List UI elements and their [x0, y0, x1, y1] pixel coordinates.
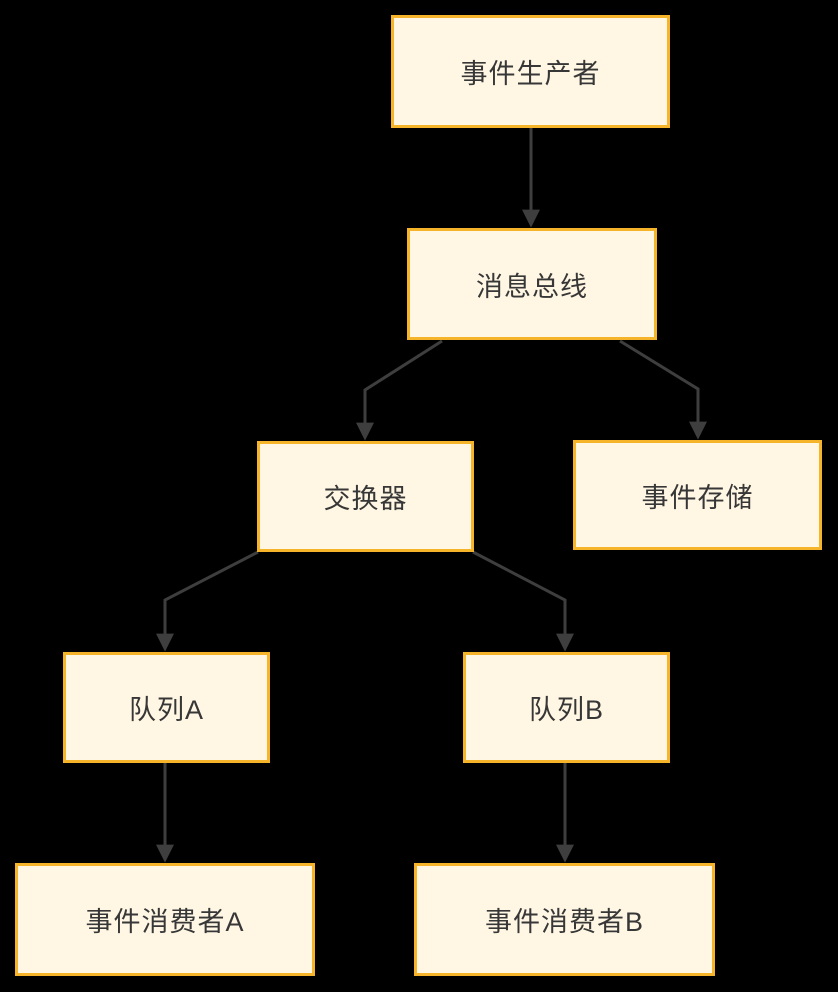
edge-exchange-to-queue-a: [156, 550, 259, 652]
node-exchange-label: 交换器: [323, 484, 408, 514]
node-event-producer[interactable]: 事件生产者: [391, 15, 670, 128]
node-queue-b-label: 队列B: [528, 695, 604, 725]
node-exchange[interactable]: 交换器: [257, 441, 474, 552]
node-event-consumer-a-label: 事件消费者A: [85, 907, 245, 937]
node-message-bus-label: 消息总线: [476, 271, 588, 302]
node-queue-a[interactable]: 队列A: [63, 652, 270, 763]
node-event-producer-label: 事件生产者: [460, 59, 601, 89]
node-queue-a-label: 队列A: [128, 695, 204, 725]
edge-bus-to-exchange: [356, 339, 443, 441]
node-event-consumer-b[interactable]: 事件消费者B: [414, 863, 715, 976]
node-message-bus[interactable]: 消息总线: [407, 228, 657, 340]
node-event-consumer-b-label: 事件消费者B: [484, 907, 644, 937]
node-event-consumer-a[interactable]: 事件消费者A: [15, 863, 315, 976]
edge-exchange-to-queue-b: [472, 550, 574, 652]
edge-bus-to-store: [619, 339, 707, 440]
node-queue-b[interactable]: 队列B: [463, 652, 670, 763]
node-event-store[interactable]: 事件存储: [573, 440, 822, 550]
node-event-store-label: 事件存储: [641, 482, 754, 513]
